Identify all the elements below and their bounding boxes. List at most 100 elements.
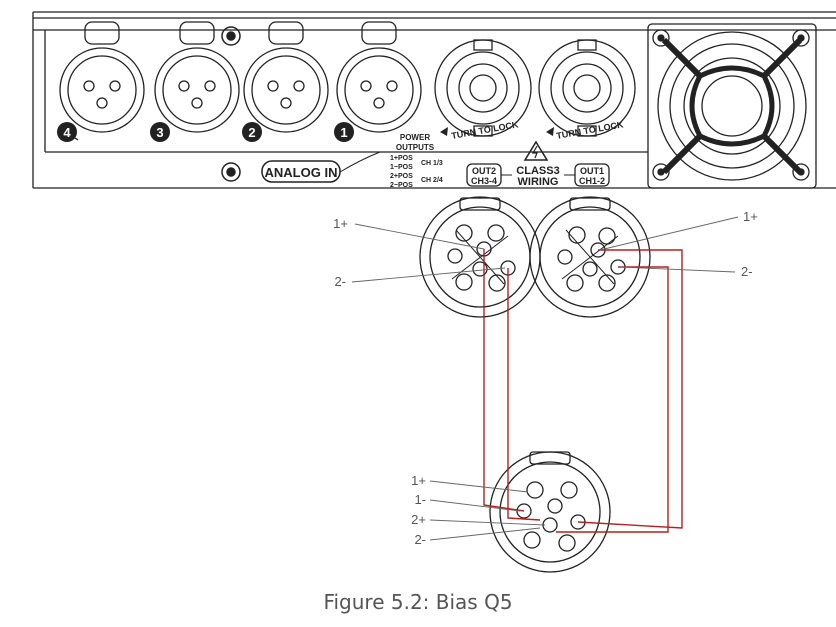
plug-latch	[569, 197, 611, 211]
terminal-screw-icon	[455, 273, 473, 291]
fan-screw-center	[797, 168, 805, 176]
input-badge	[242, 122, 262, 142]
cooling-fan-icon	[647, 23, 817, 189]
fan-screw-center	[797, 34, 805, 42]
polarity-row: 1+POS	[390, 155, 413, 162]
input-number: 1	[340, 125, 347, 140]
leader-left-1plus	[354, 223, 485, 250]
label-bottom-2plus: 2+	[411, 512, 426, 527]
xlr-pin	[360, 80, 372, 92]
xlr-inner-ring	[162, 55, 232, 125]
analog-in-label: ANALOG IN	[265, 165, 338, 180]
xlr-latch	[268, 21, 304, 45]
fan-screw-icon	[792, 29, 810, 47]
analog-in-bracket	[339, 151, 381, 173]
xlr-outer-ring	[336, 47, 422, 133]
speakon-key	[577, 39, 597, 51]
label-right-1plus: 1+	[743, 209, 758, 224]
terminal-pin	[582, 261, 598, 277]
fan-ring-2	[669, 43, 795, 169]
xlr-outer-ring	[154, 47, 240, 133]
xlr-input-3	[154, 21, 240, 133]
power-outputs-title-2: OUTPUTS	[396, 143, 435, 152]
terminal-screw-icon	[598, 227, 616, 245]
pin-labels: 1+ 2- 1+ 2- 1+ 1- 2+ 2-	[333, 209, 758, 547]
xlr-inner-ring	[251, 55, 321, 125]
speakon-key	[473, 39, 493, 51]
leader-right-2minus	[619, 266, 736, 273]
xlr-inner-ring	[67, 55, 137, 125]
speakon-out2	[434, 39, 532, 137]
lightning-bolt-icon	[531, 145, 538, 159]
turn-to-lock-left: TURN TO LOCK	[451, 119, 520, 141]
wiring-label: WIRING	[518, 176, 559, 188]
fan-outer-ring	[657, 31, 807, 181]
label-bottom-2minus: 2-	[414, 532, 426, 547]
xlr-pin	[204, 80, 216, 92]
leader-bottom-1minus	[429, 499, 521, 512]
terminal-screw-icon	[598, 274, 616, 292]
terminal-screw-icon	[523, 531, 541, 549]
fan-ring-3	[683, 57, 781, 155]
leader-lines	[351, 216, 739, 541]
label-left-2minus: 2-	[334, 274, 346, 289]
speakon-mid-ring	[446, 51, 520, 125]
xlr-pin	[109, 80, 121, 92]
terminal-screw-icon	[487, 224, 505, 242]
terminal-screw-icon	[455, 224, 473, 242]
xlr-inner-ring	[344, 55, 414, 125]
warning-triangle	[523, 140, 549, 161]
channel-label-13: CH 1/3	[421, 160, 443, 167]
speakon-plug-right	[529, 196, 651, 318]
screw-icon-center	[226, 167, 236, 177]
speakon-core	[469, 74, 497, 102]
label-bottom-1plus: 1+	[411, 473, 426, 488]
bias-wires	[483, 249, 683, 533]
leader-bottom-2minus	[429, 527, 541, 541]
input-badge	[334, 122, 354, 142]
fan-screw-icon	[652, 163, 670, 181]
wire-1-plus	[483, 249, 525, 512]
xlr-pin	[191, 97, 203, 109]
input-badge	[150, 122, 170, 142]
leader-right-1plus	[599, 216, 739, 251]
label-right-2minus: 2-	[741, 264, 753, 279]
input-number: 3	[156, 125, 163, 140]
plug-inner-ring	[499, 461, 601, 563]
leader-bottom-1plus	[429, 480, 529, 493]
plug-inner-ring	[539, 206, 641, 308]
xlr-pin	[267, 80, 279, 92]
label-bottom-1minus: 1-	[414, 492, 426, 507]
turn-arrow-icon	[440, 127, 448, 136]
speakon-key	[473, 125, 493, 137]
speakon-plug-left	[419, 196, 541, 318]
xlr-pin	[386, 80, 398, 92]
input-number-badges: 4 3 2 1	[57, 122, 354, 142]
power-outputs-legend: POWER OUTPUTS 1+POS 1−POS 2+POS 2−POS CH…	[390, 133, 443, 189]
terminal-pin	[542, 517, 558, 533]
plug-outer-ring	[529, 196, 651, 318]
out1-channel: CH1-2	[579, 176, 605, 186]
speakon-core	[573, 74, 601, 102]
turn-to-lock-right: TURN TO LOCK	[556, 119, 625, 141]
screw-icon	[221, 162, 241, 182]
terminal-screw-icon	[558, 534, 576, 552]
xlr-pin	[373, 97, 385, 109]
terminal-pin	[557, 249, 573, 265]
screw-icon-center	[226, 31, 236, 41]
polarity-row: 2+POS	[390, 173, 413, 180]
input-number: 2	[248, 125, 255, 140]
terminal-screw-icon	[568, 226, 586, 244]
fan-frame	[647, 23, 817, 189]
terminal-pin	[547, 498, 563, 514]
turn-arrow-icon	[546, 127, 554, 136]
screw-icon	[221, 26, 241, 46]
out2-label: OUT2	[472, 166, 496, 176]
xlr-pin	[280, 97, 292, 109]
xlr-latch	[84, 21, 120, 45]
out1-label: OUT1	[580, 166, 604, 176]
xlr-pin	[178, 80, 190, 92]
label-left-1plus: 1+	[333, 216, 348, 231]
panel-screws	[221, 26, 241, 182]
